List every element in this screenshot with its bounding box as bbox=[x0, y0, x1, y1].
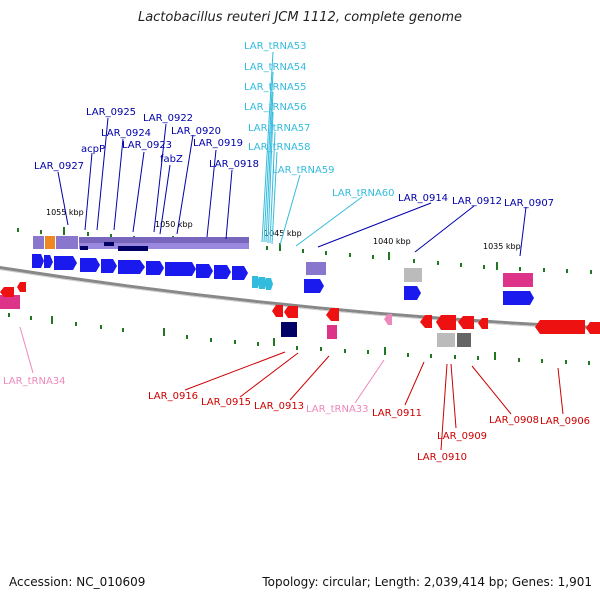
tick-label-1035: 1035 kbp bbox=[483, 242, 521, 251]
label-lar-trna58: LAR_tRNA58 bbox=[248, 142, 311, 153]
top-leaders bbox=[57, 117, 527, 257]
genome-backbone bbox=[0, 266, 600, 330]
label-lar-0915: LAR_0915 bbox=[201, 397, 251, 408]
label-lar-trna56: LAR_tRNA56 bbox=[244, 102, 307, 113]
tick-dots-bottom bbox=[8, 313, 590, 365]
label-lar-0909: LAR_0909 bbox=[437, 431, 487, 442]
label-lar-trna33: LAR_tRNA33 bbox=[306, 404, 369, 415]
tick-label-1050: 1050 kbp bbox=[155, 220, 193, 229]
forward-genes bbox=[32, 254, 534, 305]
label-lar-0907: LAR_0907 bbox=[504, 198, 554, 209]
label-lar-0916: LAR_0916 bbox=[148, 391, 198, 402]
label-lar-0914: LAR_0914 bbox=[398, 193, 448, 204]
reverse-genes bbox=[0, 282, 600, 334]
label-lar-trna60: LAR_tRNA60 bbox=[332, 188, 395, 199]
label-lar-0908: LAR_0908 bbox=[489, 415, 539, 426]
label-lar-trna59: LAR_tRNA59 bbox=[272, 165, 335, 176]
label-lar-0920: LAR_0920 bbox=[171, 126, 221, 137]
label-lar-0924: LAR_0924 bbox=[101, 128, 151, 139]
genome-backbone-shadow bbox=[0, 269, 600, 331]
bottom-leaders bbox=[184, 351, 564, 451]
tick-label-1040: 1040 kbp bbox=[373, 237, 411, 246]
label-lar-0925: LAR_0925 bbox=[86, 107, 136, 118]
label-lar-trna57: LAR_tRNA57 bbox=[248, 123, 311, 134]
label-lar-trna34: LAR_tRNA34 bbox=[3, 376, 66, 387]
label-lar-0922: LAR_0922 bbox=[143, 113, 193, 124]
label-lar-trna55: LAR_tRNA55 bbox=[244, 82, 307, 93]
feature-band-top bbox=[0, 236, 533, 309]
label-fabz: fabZ bbox=[160, 154, 183, 165]
label-lar-0912: LAR_0912 bbox=[452, 196, 502, 207]
trna33-arrow bbox=[384, 314, 392, 325]
trna33-leader bbox=[354, 359, 385, 404]
label-lar-trna53: LAR_tRNA53 bbox=[244, 41, 307, 52]
label-lar-0919: LAR_0919 bbox=[193, 138, 243, 149]
label-lar-0913: LAR_0913 bbox=[254, 401, 304, 412]
accession-text: Accession: NC_010609 bbox=[9, 575, 146, 589]
trna-leaders bbox=[261, 51, 363, 247]
forward-trna bbox=[252, 276, 273, 290]
tick-label-1055: 1055 kbp bbox=[46, 208, 84, 217]
map-title: Lactobacillus reuteri JCM 1112, complete… bbox=[137, 10, 463, 25]
feature-band-bottom bbox=[281, 322, 471, 347]
genome-summary-text: Topology: circular; Length: 2,039,414 bp… bbox=[262, 575, 592, 589]
label-lar-0918: LAR_0918 bbox=[209, 159, 259, 170]
label-lar-0927: LAR_0927 bbox=[34, 161, 84, 172]
label-lar-0906: LAR_0906 bbox=[540, 416, 590, 427]
label-lar-0910: LAR_0910 bbox=[417, 452, 467, 463]
label-lar-trna54: LAR_tRNA54 bbox=[244, 62, 307, 73]
label-lar-0923: LAR_0923 bbox=[122, 140, 172, 151]
trna34-leader bbox=[19, 326, 34, 374]
label-acpp: acpP bbox=[81, 144, 105, 155]
label-lar-0911: LAR_0911 bbox=[372, 408, 422, 419]
